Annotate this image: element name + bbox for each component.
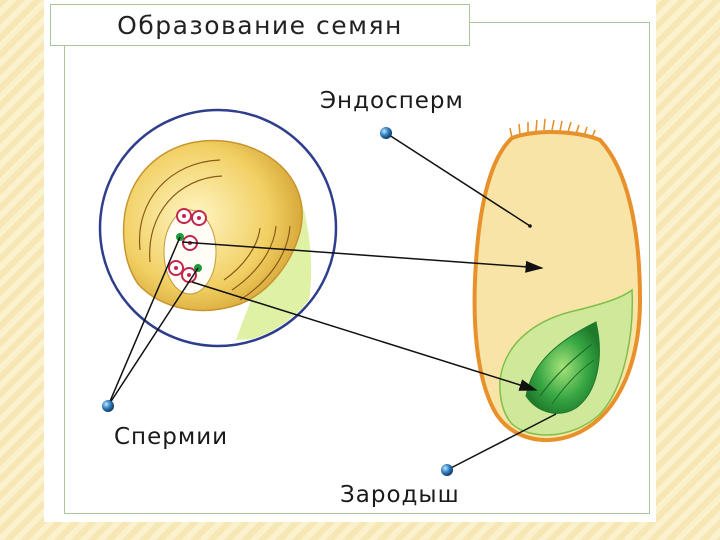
label-zarodysh: Зародыш: [336, 482, 464, 508]
seed-illustration: [472, 118, 643, 443]
endosperm-marker-dot: [380, 127, 392, 139]
title-box: Образование семян: [50, 4, 470, 46]
page-title: Образование семян: [117, 10, 403, 40]
spermii-pointers: [102, 236, 199, 412]
ovule-magnified-circle: [98, 108, 338, 348]
label-endosperm: Эндосперм: [320, 88, 464, 114]
arrow-sperm-to-endosperm: [181, 241, 544, 273]
endosperm-pointer: [380, 127, 532, 228]
spermii-marker-dot: [102, 400, 114, 412]
seed-hairs: [509, 118, 596, 139]
zarodysh-marker-dot: [441, 464, 453, 476]
zarodysh-pointer: [441, 413, 557, 476]
label-spermii: Спермии: [114, 424, 229, 450]
arrow-sperm-to-embryo: [191, 281, 538, 391]
